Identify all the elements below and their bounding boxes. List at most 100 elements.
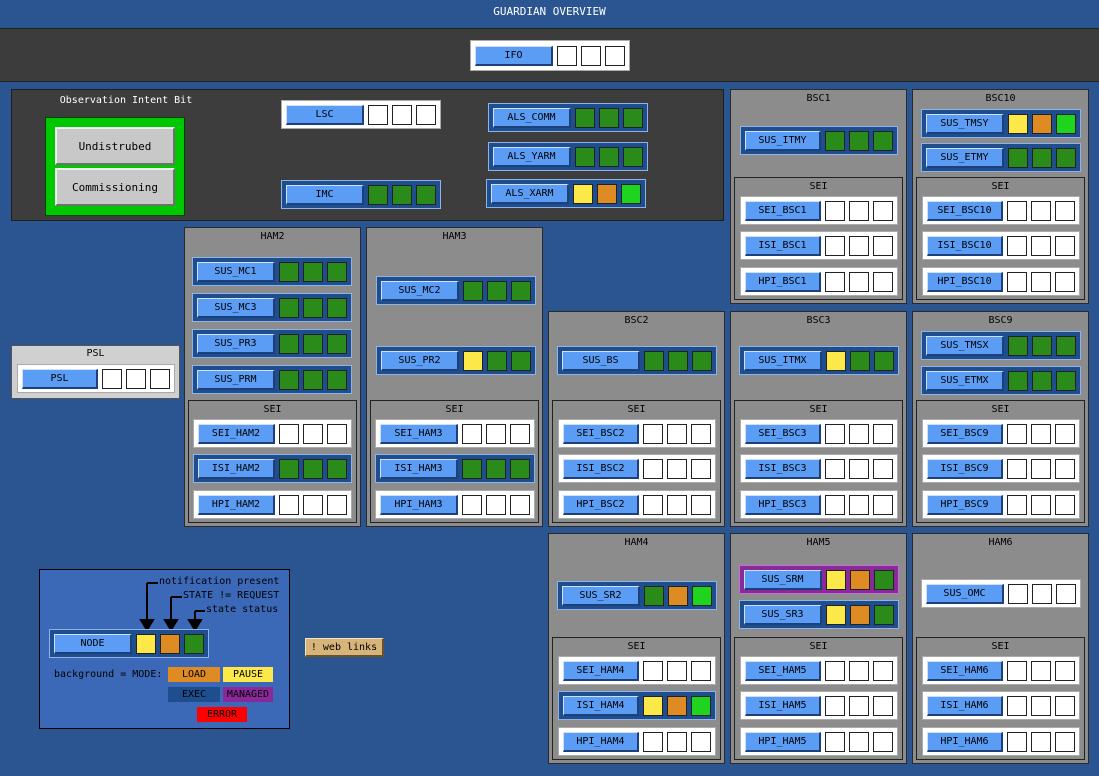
sei-bsc3-button[interactable]: SEI_BSC3	[745, 423, 821, 444]
sei-bsc10-button[interactable]: SEI_BSC10	[927, 200, 1003, 221]
als-xarm-button[interactable]: ALS_XARM	[491, 183, 569, 204]
sus-mc1-button[interactable]: SUS_MC1	[197, 261, 275, 282]
request-indicator	[1031, 660, 1051, 681]
group-label: PSL	[86, 348, 105, 359]
hpi-ham6-button[interactable]: HPI_HAM6	[927, 731, 1003, 752]
node-sei-bsc1: SEI_BSC1	[740, 196, 898, 225]
hpi-bsc1-button[interactable]: HPI_BSC1	[745, 271, 821, 292]
sei-label: SEI	[991, 641, 1010, 652]
request-indicator	[849, 458, 869, 479]
imc-button[interactable]: IMC	[286, 184, 364, 205]
sus-pr3-button[interactable]: SUS_PR3	[197, 333, 275, 354]
hpi-ham3-button[interactable]: HPI_HAM3	[380, 494, 458, 515]
commissioning-button[interactable]: Commissioning	[55, 168, 175, 206]
sus-pr2-button[interactable]: SUS_PR2	[381, 350, 459, 371]
notification-indicator	[1007, 423, 1027, 444]
ifo-button[interactable]: IFO	[475, 45, 553, 66]
request-indicator	[487, 350, 507, 371]
isi-ham3-button[interactable]: ISI_HAM3	[380, 458, 458, 479]
sei-bsc2-button[interactable]: SEI_BSC2	[563, 423, 639, 444]
sei-label: SEI	[627, 641, 646, 652]
status-indicator	[873, 200, 893, 221]
sus-prm-button[interactable]: SUS_PRM	[197, 369, 275, 390]
sus-itmx-button[interactable]: SUS_ITMX	[744, 350, 822, 371]
web-links-button[interactable]: ! web links	[305, 638, 384, 657]
request-indicator	[849, 494, 869, 515]
request-indicator	[486, 423, 506, 444]
sus-mc3-button[interactable]: SUS_MC3	[197, 297, 275, 318]
request-indicator	[581, 45, 601, 66]
request-indicator	[303, 333, 323, 354]
status-indicator	[327, 494, 347, 515]
node-sus-bs: SUS_BS	[557, 346, 717, 375]
notification-indicator	[462, 494, 482, 515]
status-indicator	[416, 104, 436, 125]
lsc-button[interactable]: LSC	[286, 104, 364, 125]
sus-etmy-button[interactable]: SUS_ETMY	[926, 147, 1004, 168]
sei-label: SEI	[263, 404, 282, 415]
node-sus-etmy: SUS_ETMY	[921, 143, 1081, 172]
hpi-bsc2-button[interactable]: HPI_BSC2	[563, 494, 639, 515]
status-indicator	[1055, 695, 1075, 716]
page-title: GUARDIAN OVERVIEW	[493, 5, 606, 18]
sus-tmsy-button[interactable]: SUS_TMSY	[926, 113, 1004, 134]
isi-bsc3-button[interactable]: ISI_BSC3	[745, 458, 821, 479]
request-indicator	[599, 146, 619, 167]
sus-itmy-button[interactable]: SUS_ITMY	[745, 130, 821, 151]
status-indicator	[691, 695, 711, 716]
notification-indicator	[643, 731, 663, 752]
hpi-ham4-button[interactable]: HPI_HAM4	[563, 731, 639, 752]
isi-ham5-button[interactable]: ISI_HAM5	[745, 695, 821, 716]
psl-button[interactable]: PSL	[22, 368, 98, 389]
node-sus-omc: SUS_OMC	[921, 579, 1081, 608]
isi-ham4-button[interactable]: ISI_HAM4	[563, 695, 639, 716]
sei-ham2-button[interactable]: SEI_HAM2	[198, 423, 275, 444]
als-comm-button[interactable]: ALS_COMM	[493, 107, 571, 128]
als-yarm-button[interactable]: ALS_YARM	[493, 146, 571, 167]
hpi-bsc3-button[interactable]: HPI_BSC3	[745, 494, 821, 515]
request-indicator	[1032, 370, 1052, 391]
notification-indicator	[825, 130, 845, 151]
isi-ham2-button[interactable]: ISI_HAM2	[198, 458, 275, 479]
isi-bsc2-button[interactable]: ISI_BSC2	[563, 458, 639, 479]
sus-bs-button[interactable]: SUS_BS	[562, 350, 640, 371]
sei-ham4-button[interactable]: SEI_HAM4	[563, 660, 639, 681]
undisturbed-button[interactable]: Undistrubed	[55, 127, 175, 165]
hpi-bsc10-button[interactable]: HPI_BSC10	[927, 271, 1003, 292]
notification-indicator	[644, 585, 664, 606]
sus-tmsx-button[interactable]: SUS_TMSX	[926, 335, 1004, 356]
oib-frame: Undistrubed Commissioning	[45, 117, 185, 216]
sei-label: SEI	[809, 181, 828, 192]
sus-sr3-button[interactable]: SUS_SR3	[744, 604, 822, 625]
sus-mc2-button[interactable]: SUS_MC2	[381, 280, 459, 301]
sus-srm-button[interactable]: SUS_SRM	[744, 569, 822, 590]
hpi-ham2-button[interactable]: HPI_HAM2	[198, 494, 275, 515]
request-indicator	[392, 104, 412, 125]
notification-indicator	[1007, 660, 1027, 681]
isi-bsc1-button[interactable]: ISI_BSC1	[745, 235, 821, 256]
sei-ham6-button[interactable]: SEI_HAM6	[927, 660, 1003, 681]
group-label: BSC3	[806, 315, 831, 326]
sei-ham5-button[interactable]: SEI_HAM5	[745, 660, 821, 681]
sei-bsc1-button[interactable]: SEI_BSC1	[745, 200, 821, 221]
notification-indicator	[279, 423, 299, 444]
sei-ham3-button[interactable]: SEI_HAM3	[380, 423, 458, 444]
request-indicator	[486, 494, 506, 515]
hpi-bsc9-button[interactable]: HPI_BSC9	[927, 494, 1003, 515]
isi-bsc9-button[interactable]: ISI_BSC9	[927, 458, 1003, 479]
legend-exec-chip: EXEC	[168, 687, 220, 702]
sus-etmx-button[interactable]: SUS_ETMX	[926, 370, 1004, 391]
node-sus-etmx: SUS_ETMX	[921, 366, 1081, 395]
status-indicator	[873, 271, 893, 292]
sei-bsc9-button[interactable]: SEI_BSC9	[927, 423, 1003, 444]
notification-indicator	[825, 423, 845, 444]
notification-indicator	[825, 660, 845, 681]
request-indicator	[849, 235, 869, 256]
isi-ham6-button[interactable]: ISI_HAM6	[927, 695, 1003, 716]
isi-bsc10-button[interactable]: ISI_BSC10	[927, 235, 1003, 256]
notification-indicator	[1007, 731, 1027, 752]
hpi-ham5-button[interactable]: HPI_HAM5	[745, 731, 821, 752]
notification-indicator	[1007, 458, 1027, 479]
sus-omc-button[interactable]: SUS_OMC	[926, 583, 1004, 604]
sus-sr2-button[interactable]: SUS_SR2	[562, 585, 640, 606]
